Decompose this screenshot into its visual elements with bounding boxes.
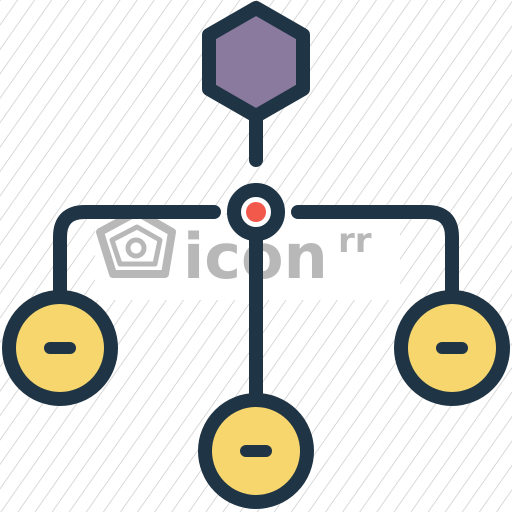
root-hexagon-node	[202, 1, 310, 123]
leaf-node-right	[394, 290, 510, 406]
leaf-node-bottom	[198, 393, 314, 509]
watermark-logo-icon	[96, 208, 176, 278]
watermark-brand-suffix: rr	[338, 221, 372, 261]
leaf-node-left	[2, 290, 118, 406]
hub-dot	[246, 202, 266, 222]
